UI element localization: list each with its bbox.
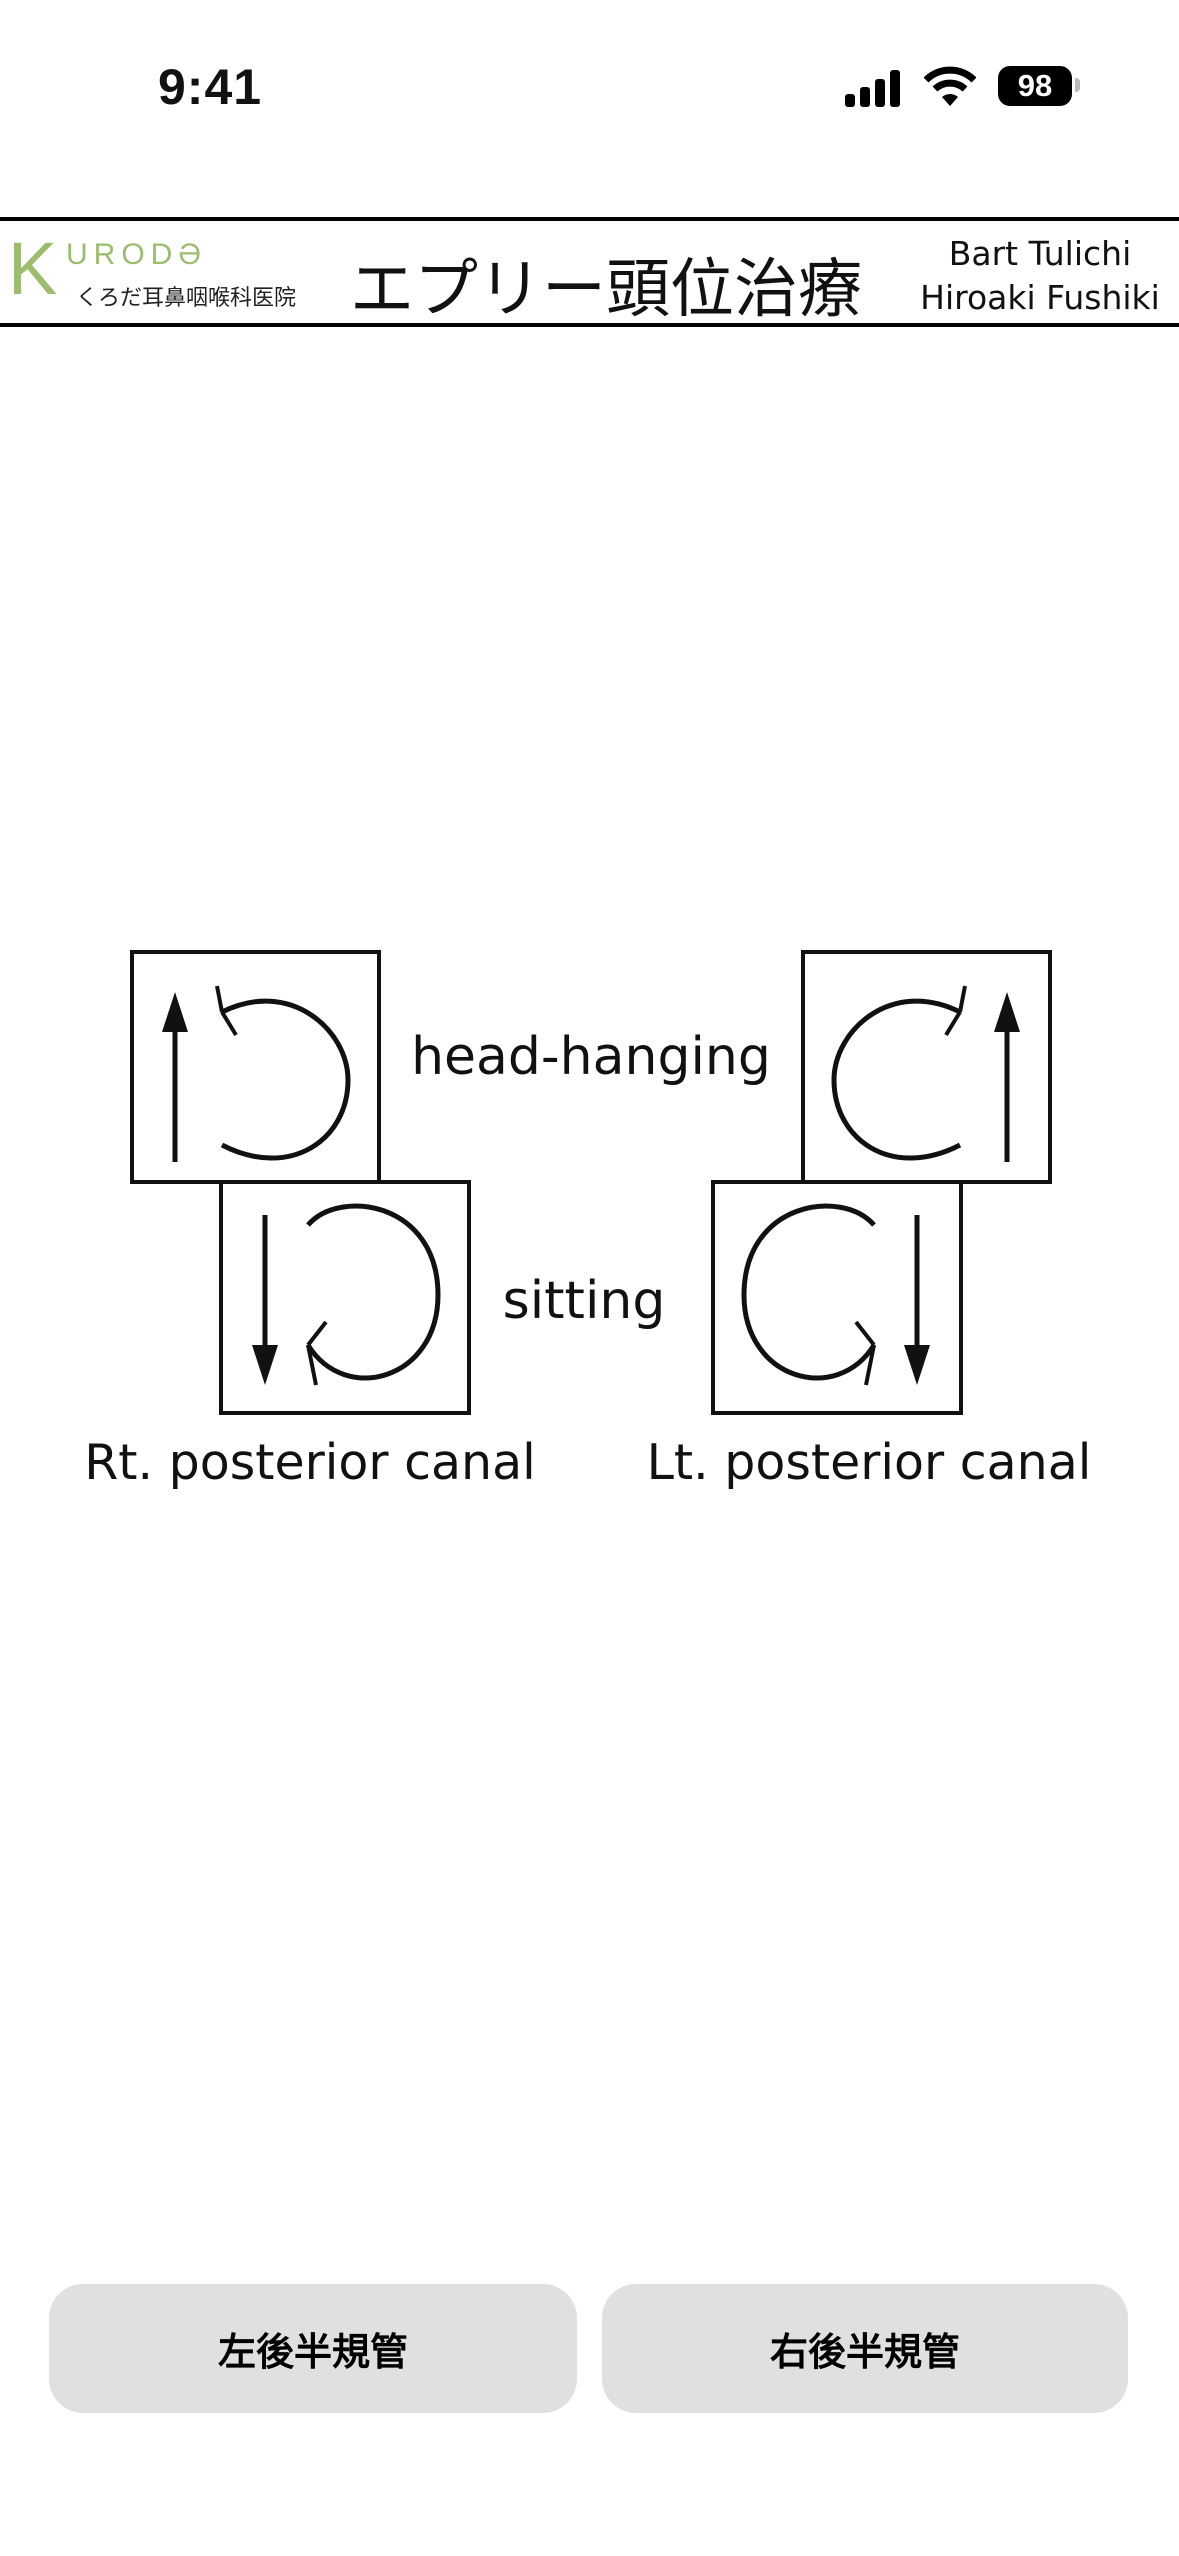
header-top-rule [0, 217, 1179, 221]
page-title: エプリー頭位治療 [350, 253, 862, 327]
rt-sitting-box [221, 1182, 469, 1413]
logo-wordmark: URODƏ [66, 238, 207, 271]
author-name: Hiroaki Fushiki [920, 278, 1160, 317]
author-name: Bart Tulichi [948, 234, 1132, 273]
battery-level: 98 [1017, 68, 1053, 103]
lt-head-hanging-box [803, 952, 1050, 1182]
clinic-name: くろだ耳鼻咽喉科医院 [76, 286, 297, 311]
sitting-label: sitting [503, 1271, 666, 1331]
left-posterior-canal-button[interactable]: 左後半規管 [49, 2284, 577, 2413]
cellular-signal-icon [845, 70, 900, 107]
battery-icon: 98 [998, 66, 1072, 106]
header-bottom-rule [0, 323, 1179, 327]
epley-diagram: head-hanging sitting Rt. posterior canal… [84, 940, 1092, 1491]
logo-letter: K [8, 227, 58, 310]
lt-posterior-canal-label: Lt. posterior canal [647, 1434, 1092, 1491]
status-time: 9:41 [158, 59, 263, 115]
right-posterior-canal-button[interactable]: 右後半規管 [602, 2284, 1128, 2413]
battery-tip [1075, 78, 1080, 92]
wifi-icon [924, 66, 976, 106]
rt-posterior-canal-label: Rt. posterior canal [84, 1434, 536, 1491]
head-hanging-label: head-hanging [411, 1027, 771, 1087]
lt-sitting-box [713, 1182, 961, 1413]
rt-head-hanging-box [132, 952, 379, 1182]
